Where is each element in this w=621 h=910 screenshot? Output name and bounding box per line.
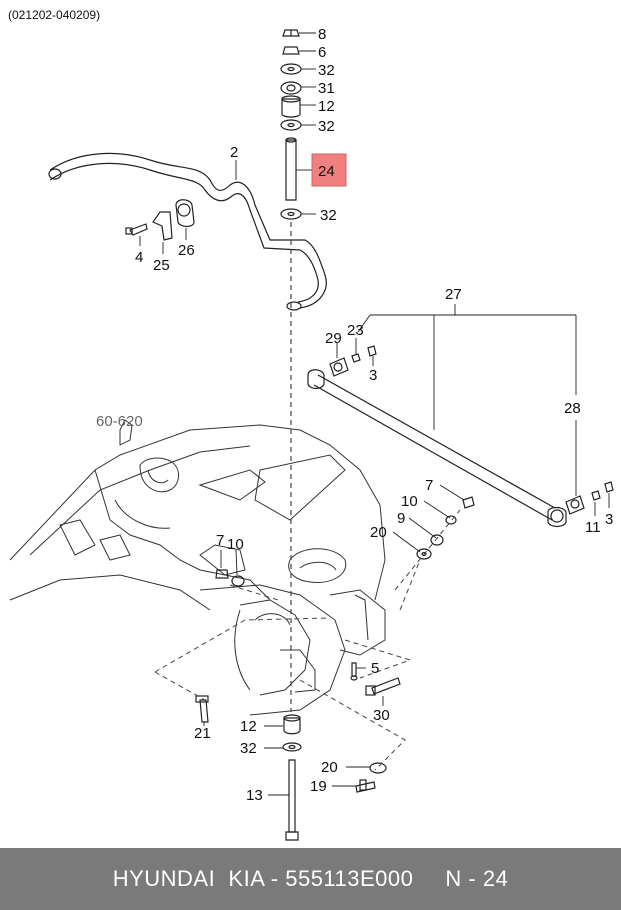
lateral-rod xyxy=(307,345,614,528)
part-labels: 8 6 32 31 12 32 24 2 32 4 25 26 27 29 23… xyxy=(96,26,613,804)
label-23: 23 xyxy=(347,322,364,339)
label-10b: 10 xyxy=(227,536,244,553)
label-27: 27 xyxy=(445,286,462,303)
label-32c: 32 xyxy=(320,207,337,224)
label-32d: 32 xyxy=(240,740,257,757)
mount-hardware xyxy=(195,496,475,793)
label-11: 11 xyxy=(585,519,601,536)
bushing-bracket xyxy=(152,211,173,241)
bar-bushing xyxy=(175,199,195,228)
label-7a: 7 xyxy=(425,477,433,494)
label-3b: 3 xyxy=(605,511,613,528)
label-32b: 32 xyxy=(318,118,335,135)
label-9: 9 xyxy=(397,510,405,527)
label-12b: 12 xyxy=(240,718,257,735)
label-20b: 20 xyxy=(321,759,338,776)
label-19: 19 xyxy=(310,778,327,795)
label-28: 28 xyxy=(564,400,581,417)
label-32a: 32 xyxy=(318,62,335,79)
highlight-box xyxy=(311,153,347,187)
bracket-bolt xyxy=(125,223,148,236)
label-10a: 10 xyxy=(401,493,418,510)
label-25: 25 xyxy=(153,257,170,274)
footer-bar: HYUNDAI KIA - 555113E000 N - 24 xyxy=(0,848,621,910)
label-29: 29 xyxy=(325,330,342,347)
link-lower-stack xyxy=(282,714,302,841)
label-31: 31 xyxy=(318,80,335,97)
label-6: 6 xyxy=(318,44,326,61)
label-8: 8 xyxy=(318,26,326,43)
label-7b: 7 xyxy=(216,532,224,549)
label-4: 4 xyxy=(135,249,143,266)
date-code: (021202-040209) xyxy=(8,8,101,22)
footer-brand-part: HYUNDAI KIA - 555113E000 xyxy=(112,866,414,891)
body-frame-outline xyxy=(9,419,386,716)
label-2: 2 xyxy=(230,144,238,161)
label-13: 13 xyxy=(246,787,263,804)
label-12a: 12 xyxy=(318,98,335,115)
leader-lines xyxy=(139,32,610,796)
label-30: 30 xyxy=(373,707,390,724)
label-26: 26 xyxy=(178,242,195,259)
footer-page: N - 24 xyxy=(445,866,509,891)
label-20a: 20 xyxy=(370,524,387,541)
stabilizer-bar xyxy=(48,152,327,311)
label-3a: 3 xyxy=(369,367,377,384)
exploded-parts-diagram: 8 6 32 31 12 32 24 2 32 4 25 26 27 29 23… xyxy=(9,26,614,841)
label-60-620: 60-620 xyxy=(96,413,143,430)
label-24: 24 xyxy=(318,163,335,180)
assembly-dashed-lines xyxy=(154,509,461,771)
label-21: 21 xyxy=(194,725,211,742)
label-5: 5 xyxy=(371,660,379,677)
link-upper-stack xyxy=(280,29,302,220)
